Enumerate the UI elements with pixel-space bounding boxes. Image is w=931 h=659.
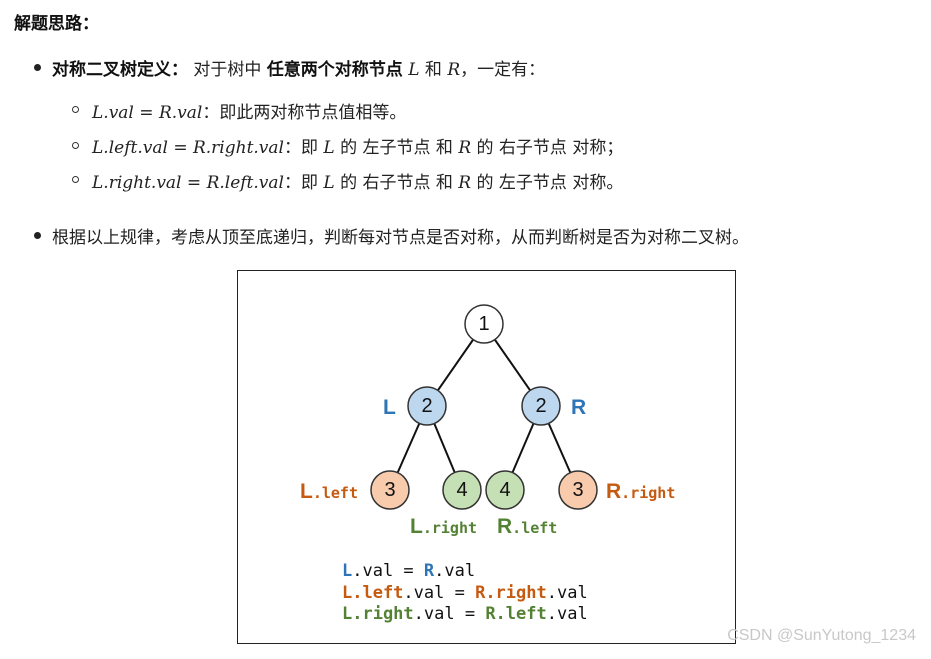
rule-2-rhs: R.right.val bbox=[192, 138, 284, 158]
node-right-left-value: 4 bbox=[499, 479, 510, 501]
label-l-left-b: .left bbox=[313, 484, 358, 502]
definition-line: 对称二叉树定义： 对于树中 任意两个对称节点 L 和 R，一定有： bbox=[52, 55, 545, 80]
rule-2-eq: = bbox=[173, 138, 188, 158]
rule-2-p2: 右子节点 bbox=[498, 138, 567, 158]
rule-2-and: 和 bbox=[435, 138, 453, 158]
sub-bullet bbox=[72, 176, 79, 183]
code-2-d: .val bbox=[547, 583, 588, 603]
sub-bullet bbox=[72, 142, 79, 149]
sub-bullet bbox=[72, 106, 79, 113]
rule-3-R: R bbox=[458, 173, 472, 193]
node-left-left-value: 3 bbox=[384, 479, 395, 501]
rule-3-t2: 的 bbox=[476, 173, 494, 193]
label-r-right: R.right bbox=[606, 480, 675, 503]
node-right-value: 2 bbox=[535, 395, 546, 417]
rule-3-and: 和 bbox=[435, 173, 453, 193]
rule-3-p2: 左子节点 bbox=[498, 173, 567, 193]
rule-3-eq: = bbox=[186, 173, 202, 193]
rule-2-text-a: ：即 bbox=[283, 138, 318, 158]
label-L: L bbox=[383, 396, 396, 419]
bullet-dot bbox=[34, 64, 41, 71]
label-l-right: L.right bbox=[410, 515, 477, 538]
rule-3-rhs: R.left.val bbox=[206, 173, 284, 193]
label-R: R bbox=[571, 396, 586, 419]
rule-1-rhs: R.val bbox=[158, 103, 203, 123]
code-2-b: .val = bbox=[403, 583, 475, 603]
code-1-b: .val = bbox=[352, 561, 424, 581]
code-line-3: L.right.val = R.left.val bbox=[342, 604, 588, 624]
rule-2-t3: 对称； bbox=[572, 138, 624, 158]
label-r-left-b: .left bbox=[512, 519, 557, 537]
code-3-b: .val = bbox=[414, 604, 486, 624]
rule-3-t1: 的 bbox=[340, 173, 358, 193]
rule-2-p1: 左子节点 bbox=[362, 138, 431, 158]
node-right-right bbox=[558, 470, 598, 510]
definition-and: 和 bbox=[424, 60, 442, 80]
node-left-value: 2 bbox=[421, 395, 432, 417]
rule-3: L.right.val = R.left.val：即 L 的 右子节点 和 R … bbox=[92, 168, 623, 193]
rule-1-lhs: L.val bbox=[92, 103, 134, 123]
code-1-a: L bbox=[342, 561, 352, 581]
symmetric-tree-figure: 1 2 2 3 4 4 3 L R L.left L.right R.left … bbox=[237, 270, 736, 644]
definition-text2: ，一定有： bbox=[460, 60, 546, 80]
label-r-left-a: R bbox=[497, 515, 512, 538]
tree-diagram: 1 2 2 3 4 4 3 L R L.left L.right R.left … bbox=[300, 304, 675, 624]
bullet-dot bbox=[34, 232, 41, 239]
code-2-a: L.left bbox=[342, 583, 403, 603]
code-3-d: .val bbox=[547, 604, 588, 624]
node-root bbox=[464, 304, 504, 344]
csdn-watermark: CSDN @SunYutong_1234 bbox=[727, 627, 916, 644]
node-right-left bbox=[485, 470, 525, 510]
node-right-right-value: 3 bbox=[572, 479, 583, 501]
rule-2-t1: 的 bbox=[340, 138, 358, 158]
label-r-left: R.left bbox=[497, 515, 557, 538]
rule-2-L: L bbox=[323, 138, 335, 158]
label-l-right-b: .right bbox=[423, 519, 477, 537]
rule-3-text-a: ：即 bbox=[283, 173, 318, 193]
rule-3-lhs: L.right.val bbox=[92, 173, 182, 193]
math-L: L bbox=[408, 60, 420, 80]
node-left-right-value: 4 bbox=[456, 479, 467, 501]
code-line-1: L.val = R.val bbox=[342, 561, 475, 581]
node-left bbox=[407, 386, 447, 426]
rule-1: L.val = R.val：即此两对称节点值相等。 bbox=[92, 98, 406, 123]
node-right bbox=[521, 386, 561, 426]
math-R: R bbox=[447, 60, 461, 80]
definition-text1: 对于树中 bbox=[193, 60, 262, 80]
section-heading: 解题思路： bbox=[14, 14, 99, 34]
node-left-left bbox=[370, 470, 410, 510]
node-root-value: 1 bbox=[478, 313, 489, 335]
rule-2-lhs: L.left.val bbox=[92, 138, 168, 158]
rule-2-R: R bbox=[458, 138, 472, 158]
rule-3-L: L bbox=[323, 173, 335, 193]
node-left-right bbox=[442, 470, 482, 510]
rule-2-t2: 的 bbox=[476, 138, 494, 158]
code-3-c: R.left bbox=[485, 604, 546, 624]
summary-text: 根据以上规律，考虑从顶至底递归，判断每对节点是否对称，从而判断树是否为对称二叉树… bbox=[52, 228, 749, 248]
code-2-c: R.right bbox=[475, 583, 547, 603]
rule-3-p1: 右子节点 bbox=[362, 173, 431, 193]
label-r-right-a: R bbox=[606, 480, 621, 503]
definition-emphasis: 任意两个对称节点 bbox=[266, 60, 403, 80]
label-l-left: L.left bbox=[300, 480, 358, 503]
label-r-right-b: .right bbox=[621, 484, 675, 502]
rule-1-text: ：即此两对称节点值相等。 bbox=[202, 103, 407, 123]
code-1-c: R bbox=[424, 561, 435, 581]
definition-label: 对称二叉树定义： bbox=[52, 60, 188, 80]
label-l-right-a: L bbox=[410, 515, 423, 538]
code-line-2: L.left.val = R.right.val bbox=[342, 583, 588, 603]
code-3-a: L.right bbox=[342, 604, 414, 624]
rule-3-t3: 对称。 bbox=[572, 173, 624, 193]
rule-2: L.left.val = R.right.val：即 L 的 左子节点 和 R … bbox=[92, 133, 623, 158]
rule-1-eq: = bbox=[139, 103, 154, 123]
label-l-left-a: L bbox=[300, 480, 313, 503]
code-1-d: .val bbox=[434, 561, 475, 581]
